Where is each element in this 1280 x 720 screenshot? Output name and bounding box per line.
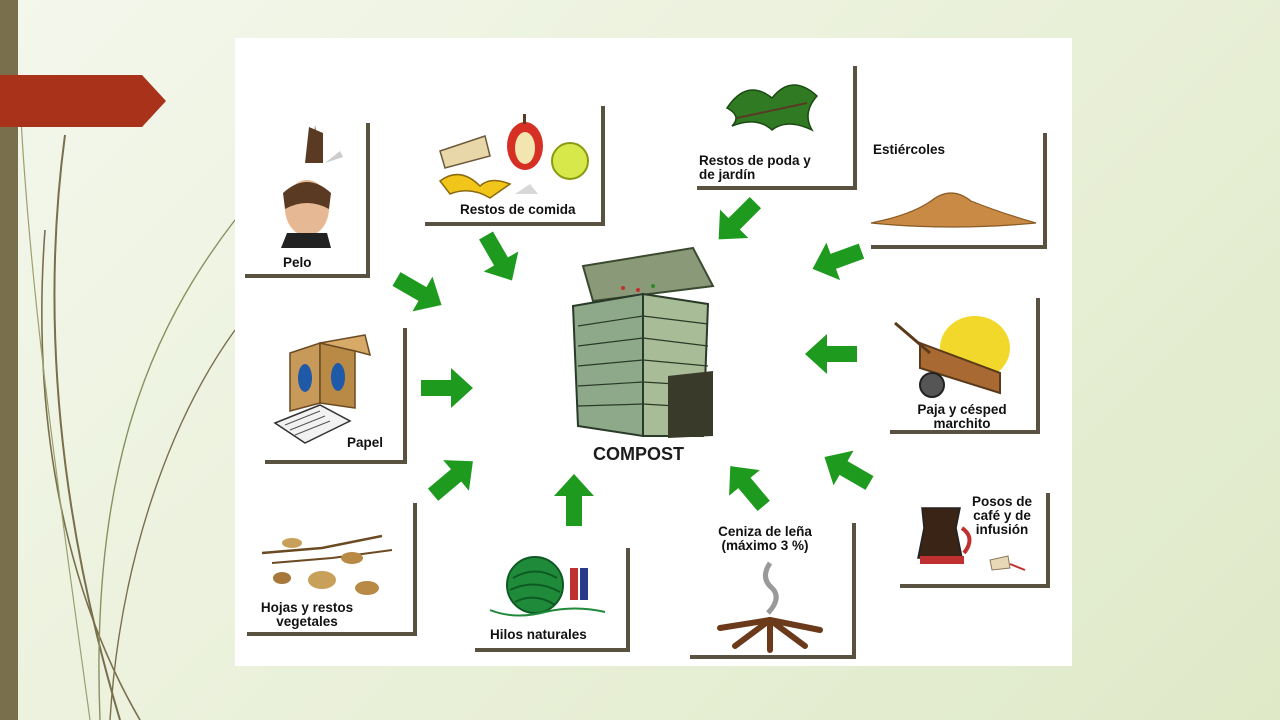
card-frame: [475, 548, 630, 652]
label-line: vegetales: [276, 614, 338, 629]
card-label: Hilos naturales: [490, 627, 587, 642]
card-label: Paja y césped marchito: [902, 403, 1022, 431]
card-frame: [697, 66, 857, 190]
card-label: Ceniza de leña (máximo 3 %): [705, 525, 825, 553]
card-frame: [425, 106, 605, 226]
card-frame: [245, 123, 370, 278]
arrow-icon: [729, 466, 770, 512]
card-frame: [900, 493, 1050, 588]
label-line: café y de: [973, 508, 1031, 523]
arrow-icon: [718, 196, 762, 240]
card-label: Pelo: [283, 255, 312, 270]
arrow-icon: [427, 460, 473, 501]
compost-label: COMPOST: [593, 444, 685, 464]
arrow-icon: [421, 368, 473, 408]
card-paja: Paja y césped marchito: [890, 298, 1040, 434]
arrow-icon: [479, 231, 519, 281]
coffee-pot-icon: [917, 507, 1026, 571]
label-line: de jardín: [699, 167, 756, 182]
card-label: Posos de café y de infusión: [962, 495, 1042, 537]
arrow-icon: [812, 242, 865, 281]
paper-box-icon: [273, 334, 372, 444]
compost-bin-icon: [571, 246, 715, 438]
card-frame: [690, 523, 856, 659]
title-accent-tab: [0, 75, 166, 127]
card-restos-comida: Restos de comida: [425, 106, 605, 226]
card-label: Restos de comida: [460, 202, 576, 217]
label-line: Ceniza de leña: [718, 524, 812, 539]
label-line: Hojas y restos: [260, 600, 354, 615]
card-posos: Posos de café y de infusión: [900, 493, 1050, 588]
label-line: Paja y césped: [917, 402, 1007, 417]
leaves-icon: [725, 84, 819, 132]
card-estiercoles: Estiércoles: [871, 133, 1047, 249]
card-frame: [890, 298, 1040, 434]
food-scraps-icon: [438, 114, 589, 199]
manure-icon: [871, 192, 1037, 228]
arrow-icon: [824, 450, 874, 490]
card-ceniza: Ceniza de leña (máximo 3 %): [690, 523, 856, 659]
arrow-icon: [554, 474, 594, 526]
label-line: infusión: [975, 522, 1029, 537]
dry-leaves-icon: [261, 534, 393, 595]
compost-diagram: Pelo Restos de comida Restos de poda y d…: [235, 38, 1072, 666]
slide-left-bar: [0, 0, 18, 720]
card-restos-poda: Restos de poda y de jardín: [697, 66, 857, 190]
straw-cart-icon: [894, 316, 1010, 398]
card-label: Estiércoles: [873, 142, 946, 157]
yarn-icon: [489, 556, 606, 617]
ash-fire-icon: [717, 561, 823, 653]
label-line: Posos de: [971, 494, 1033, 509]
card-papel: Papel: [265, 328, 407, 464]
card-frame: [871, 133, 1047, 249]
card-frame: [247, 503, 417, 636]
card-label: Hojas y restos vegetales: [247, 601, 367, 629]
card-hojas: Hojas y restos vegetales: [247, 503, 417, 636]
decorative-lines: [19, 99, 236, 720]
label-line: Restos de poda y: [699, 153, 811, 168]
label-line: (máximo 3 %): [721, 538, 809, 553]
arrow-icon: [805, 334, 857, 374]
card-pelo: Pelo: [245, 123, 370, 278]
card-label: Restos de poda y de jardín: [699, 154, 811, 182]
label-line: marchito: [933, 416, 991, 431]
card-frame: [265, 328, 407, 464]
card-hilos: Hilos naturales: [475, 548, 630, 652]
card-label: Papel: [347, 435, 384, 450]
arrow-icon: [392, 272, 442, 312]
hair-icon: [281, 125, 343, 248]
